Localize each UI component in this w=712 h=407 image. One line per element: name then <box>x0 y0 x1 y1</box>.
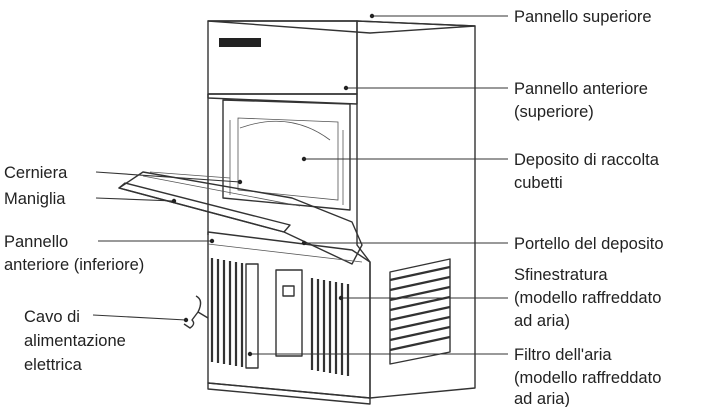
brand-badge <box>219 38 261 47</box>
label-pannello-inferiore-line2: anteriore (inferiore) <box>4 256 144 274</box>
front-right-grille <box>310 278 350 376</box>
air-filter-frame <box>245 263 259 369</box>
ice-machine-illustration <box>118 20 476 405</box>
label-cavo-line2: alimentazione <box>24 332 126 350</box>
label-filtro-line3: ad aria) <box>514 390 570 407</box>
label-sfinestratura-line3: ad aria) <box>514 312 570 330</box>
front-grille <box>210 258 244 367</box>
label-filtro-line1: Filtro dell'aria <box>514 346 612 364</box>
label-portello: Portello del deposito <box>514 235 664 253</box>
control-panel-plate <box>275 269 303 357</box>
top-panel-shape <box>207 20 476 34</box>
bin-opening-shape <box>222 99 351 211</box>
bin-door-shape <box>118 171 363 265</box>
label-pannello-superiore: Pannello superiore <box>514 8 652 26</box>
label-sfinestratura-line1: Sfinestratura <box>514 266 608 284</box>
label-maniglia: Maniglia <box>4 190 66 208</box>
lower-front-panel-shape <box>207 231 371 399</box>
upper-front-panel-shape <box>207 20 358 95</box>
control-switch <box>282 285 295 297</box>
label-cavo-line3: elettrica <box>24 356 83 374</box>
label-pannello-anteriore-superiore-line1: Pannello anteriore <box>514 80 648 98</box>
label-pannello-inferiore-line1: Pannello <box>4 233 68 251</box>
power-cord-shape <box>183 295 209 329</box>
right-side-panel-shape <box>356 20 476 399</box>
label-deposito-line1: Deposito di raccolta <box>514 151 660 169</box>
side-vent-frame <box>389 258 451 365</box>
bin-back-wall <box>237 117 339 201</box>
leader-lines <box>92 13 508 357</box>
label-sfinestratura-line2: (modello raffreddato <box>514 289 661 307</box>
labels: Pannello superiore Pannello anteriore (s… <box>4 8 664 407</box>
label-cavo-line1: Cavo di <box>24 308 80 326</box>
label-pannello-anteriore-superiore-line2: (superiore) <box>514 103 594 121</box>
label-cerniera: Cerniera <box>4 164 68 182</box>
label-filtro-line2: (modello raffreddato <box>514 369 661 387</box>
label-deposito-line2: cubetti <box>514 174 563 192</box>
side-vent-louvers <box>389 265 451 352</box>
